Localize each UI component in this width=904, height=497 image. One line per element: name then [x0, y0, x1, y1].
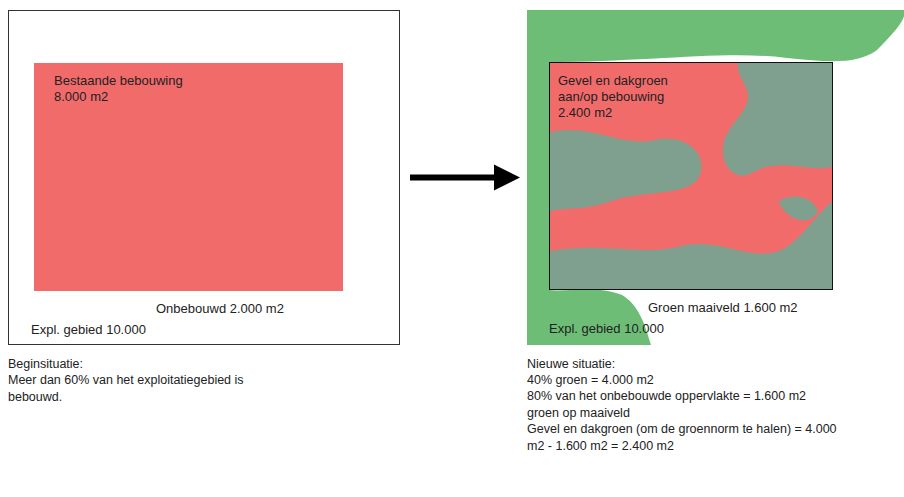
building-block: Bestaande bebouwing 8.000 m2: [34, 63, 343, 291]
area-label: Bestaande bebouwing 8.000 m2: [54, 73, 204, 105]
area-label: Groen maaiveld 1.600 m2: [648, 300, 848, 316]
area-label: Expl. gebied 10.000: [31, 322, 231, 338]
caption-note: 40% groen = 4.000 m2: [527, 372, 857, 389]
flow-arrow: [410, 165, 520, 191]
plan-area: Groen maaiveld 1.600 m2 Expl. gebied 10.0…: [527, 10, 904, 345]
plan-area: Onbebouwd 2.000 m2 Expl. gebied 10.000 Bes…: [8, 10, 400, 345]
caption-note: 80% van het onbebouwde oppervlakte = 1.6…: [527, 388, 839, 421]
area-label: Onbebouwd 2.000 m2: [156, 301, 356, 317]
caption-note: Meer dan 60% van het exploitatiegebied i…: [8, 372, 270, 405]
area-label: Expl. gebied 10.000: [549, 321, 749, 337]
caption-note: Beginsituatie:: [8, 356, 308, 373]
green-roof-building: Gevel en dakgroen aan/op bebouwing 2.400…: [549, 62, 833, 290]
caption-note: Gevel en dakgroen (om de groennorm te ha…: [527, 421, 839, 454]
area-label: Gevel en dakgroen aan/op bebouwing 2.400…: [558, 73, 698, 121]
caption-note: Nieuwe situatie:: [527, 356, 857, 373]
